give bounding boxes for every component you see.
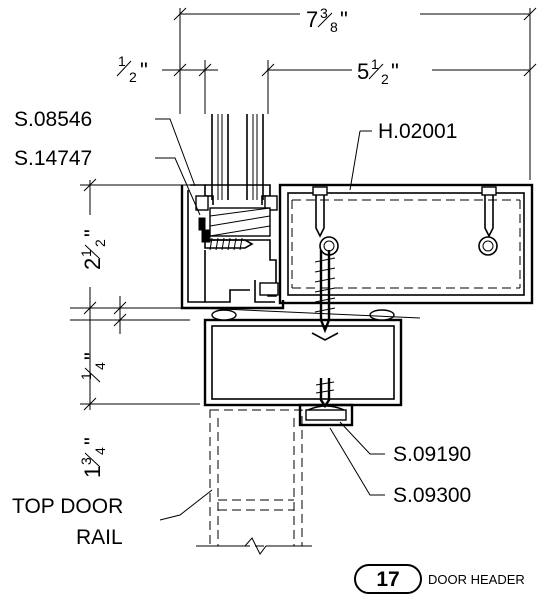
dimension-quarter-unit: " [80,352,105,360]
callout-s14747: S.14747 [14,147,92,170]
callout-top-door-rail-line2: RAIL [76,526,123,549]
dimension-quarter-den: 4 [92,362,108,370]
callout-h02001: H.02001 [378,120,457,143]
dimension-two-half-whole: 2 [80,258,105,270]
dimension-one-three-quarter-den: 4 [92,447,108,455]
leader-lines [155,118,385,521]
dimension-quarter: 1 4 " [70,296,190,388]
dimension-one-three-quarter: 1 3 4 " [78,320,200,485]
glazing-glass [211,114,264,200]
detail-number: 17 [376,568,399,591]
dimension-half-den: 2 [129,69,137,85]
dimension-quarter-num: 1 [78,372,94,380]
clip-s09190 [298,403,354,427]
dimension-two-half-num: 1 [78,249,94,257]
dimension-overall-den: 8 [330,19,338,35]
detail-title: DOOR HEADER [428,572,525,587]
dimension-five-half-den: 2 [381,71,389,87]
dimension-overall-unit: " [340,7,348,32]
tube-header-h02001 [278,183,534,305]
dimension-half-unit: " [140,58,148,83]
dimension-five-half-num: 1 [371,56,379,72]
dimension-overall: 7 3 8 " [173,2,537,35]
dimension-five-half-whole: 5 [357,59,369,84]
dimension-overall-num: 3 [320,5,328,21]
detail-tag: 17 DOOR HEADER [354,564,525,594]
dimension-five-half-unit: " [391,59,399,84]
callout-s09190: S.09190 [393,443,471,466]
dimension-overall-whole: 7 [306,7,318,32]
dimension-half: 1 2 " [112,53,218,85]
callout-top-door-rail-line1: TOP DOOR [12,495,123,518]
dimension-five-half: 5 1 2 " [261,55,537,87]
door-top-rail-box [199,307,421,407]
dimension-half-num: 1 [118,53,126,69]
dimension-one-three-quarter-num: 3 [78,457,94,465]
dimension-two-half-unit: " [80,229,105,237]
vertical-screw-lower [315,378,335,409]
extension-lines-vertical [179,8,531,180]
header-frame-profile [180,184,285,310]
dimension-one-three-quarter-unit: " [80,437,105,445]
dimension-two-half-den: 2 [92,239,108,247]
top-door-rail [196,409,312,555]
dimension-two-half: 2 1 2 " [78,178,190,320]
callout-s08546: S.08546 [14,108,92,131]
vertical-screw-main [311,250,339,341]
callout-s09300: S.09300 [393,484,471,507]
horizontal-screw [204,237,254,251]
dimension-one-three-quarter-whole: 1 [80,466,105,478]
